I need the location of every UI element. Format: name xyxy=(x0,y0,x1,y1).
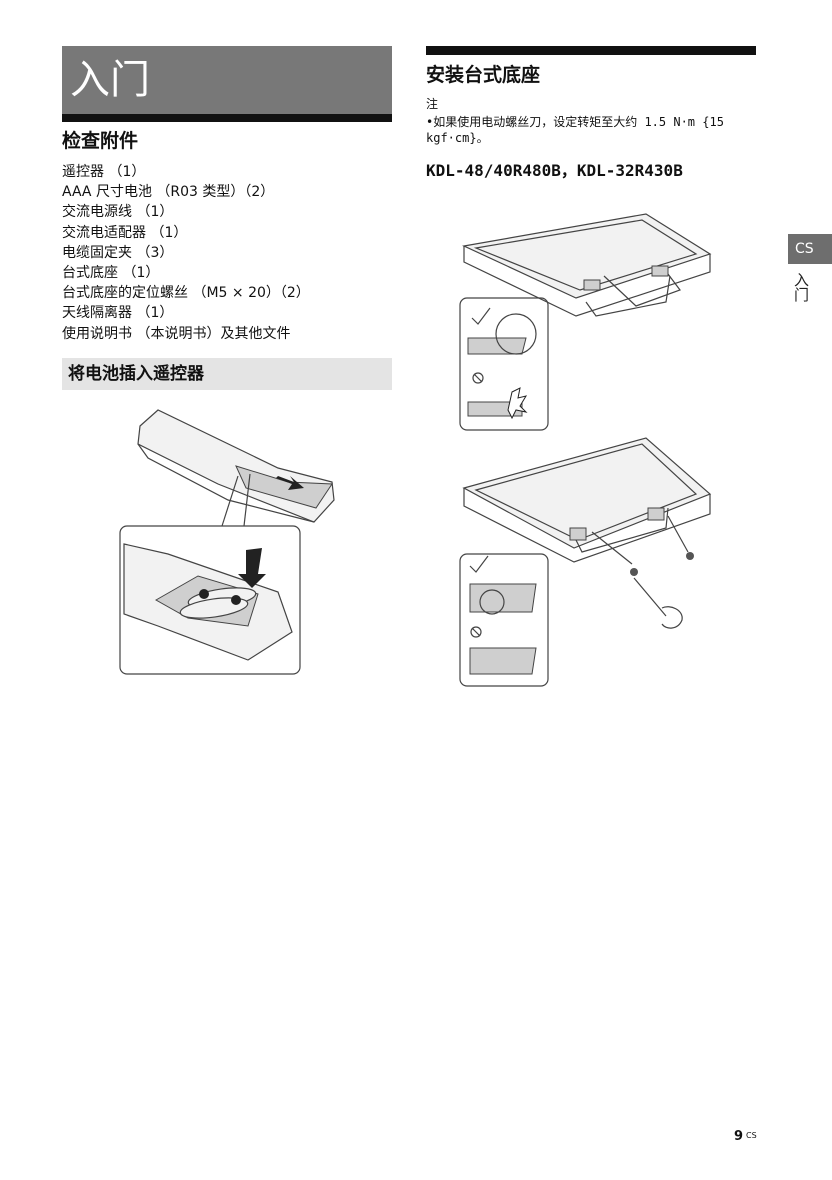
list-item: 天线隔离器 （1） xyxy=(62,305,174,322)
page-number-suffix: CS xyxy=(746,1131,757,1140)
stand-illustration-top xyxy=(459,213,712,431)
language-tab xyxy=(788,234,832,264)
chapter-banner xyxy=(62,46,392,114)
section-rule xyxy=(426,46,756,55)
battery-heading: 将电池插入遥控器 xyxy=(68,364,204,384)
list-item: AAA 尺寸电池 （R03 类型）（2） xyxy=(62,184,275,201)
accessories-list: 遥控器 （1） AAA 尺寸电池 （R03 类型）（2） 交流电源线 （1） 交… xyxy=(62,162,310,344)
stand-heading: 安装台式底座 xyxy=(426,64,541,86)
stand-illustration-bottom xyxy=(459,437,712,687)
list-item: 台式底座 （1） xyxy=(62,265,160,282)
list-item: 遥控器 （1） xyxy=(62,164,146,180)
page-number: 9 xyxy=(734,1129,744,1144)
model-heading: KDL-48/40R480B，KDL-32R430B xyxy=(426,161,683,180)
chapter-title: 入门 xyxy=(70,57,150,103)
side-chapter-label: 入门 xyxy=(792,272,810,302)
battery-heading-bar xyxy=(62,358,392,390)
note-text: •如果使用电动螺丝刀，设定转矩至大约 1.5 N·m {15 kgf·cm}。 xyxy=(426,115,724,145)
note-label: 注 xyxy=(426,97,439,111)
list-item: 交流电源线 （1） xyxy=(62,204,174,221)
language-tab-label: CS xyxy=(795,241,814,257)
remote-battery-illustration xyxy=(119,409,335,675)
accessories-heading: 检查附件 xyxy=(62,130,139,152)
list-item: 电缆固定夹 （3） xyxy=(62,244,174,261)
list-item: 交流电适配器 （1） xyxy=(62,224,188,241)
list-item: 使用说明书 （本说明书）及其他文件 xyxy=(62,325,291,342)
chapter-banner-rule xyxy=(62,114,392,122)
list-item: 台式底座的定位螺丝 （M5 × 20）（2） xyxy=(62,285,310,302)
